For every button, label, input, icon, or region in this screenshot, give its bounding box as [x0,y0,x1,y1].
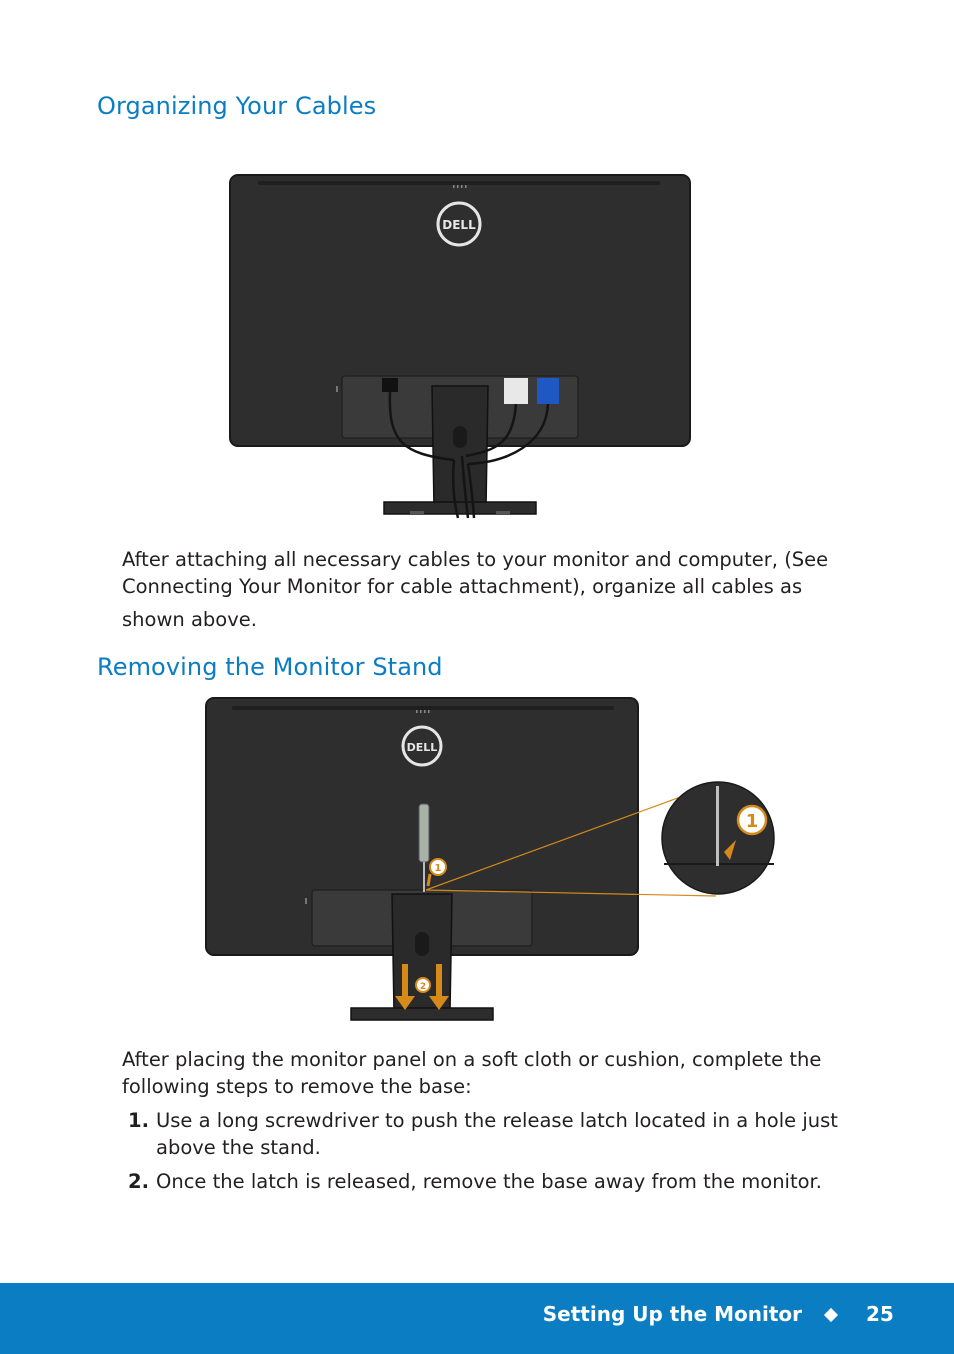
callout-1-badge: 1 [429,858,447,876]
stand-removal-intro: After placing the monitor panel on a sof… [122,1048,822,1098]
step-text: Use a long screwdriver to push the relea… [156,1109,838,1159]
zoom-detail: 1 [661,781,775,895]
footer-chapter-title: Setting Up the Monitor [542,1302,802,1326]
arrow-down-icon [395,964,449,1010]
step-number: 1. [128,1109,149,1132]
cable-instructions-main: After attaching all necessary cables to … [122,548,829,598]
cable-instructions-end: shown above. [122,608,257,631]
svg-text:DELL: DELL [442,218,476,232]
monitor-stand-removal-figure: DELL 1 2 [202,694,782,1024]
section-heading-removing-stand: Removing the Monitor Stand [97,653,443,681]
monitor-back-cables-illustration: DELL [229,174,691,519]
svg-text:1: 1 [746,811,759,832]
page-number: 25 [866,1302,894,1326]
cable-instructions-paragraph: After attaching all necessary cables to … [122,546,882,633]
step-number: 2. [128,1170,149,1193]
svg-text:DELL: DELL [407,741,438,754]
dell-logo: DELL [401,725,443,767]
svg-text:1: 1 [435,863,442,874]
step-text: Once the latch is released, remove the b… [156,1170,822,1193]
page-footer: Setting Up the Monitor 25 [0,1283,954,1354]
step-item: 1. Use a long screwdriver to push the re… [122,1107,882,1161]
monitor-stand-removal-illustration: DELL 1 2 [205,697,775,1021]
step-item: 2. Once the latch is released, remove th… [122,1168,882,1195]
svg-text:2: 2 [420,982,426,992]
callout-2-badge: 2 [415,977,431,993]
section-heading-organizing-cables: Organizing Your Cables [97,92,377,120]
monitor-back-cables-figure: DELL [228,172,694,524]
diamond-icon [823,1307,839,1323]
dell-logo: DELL [436,201,482,247]
